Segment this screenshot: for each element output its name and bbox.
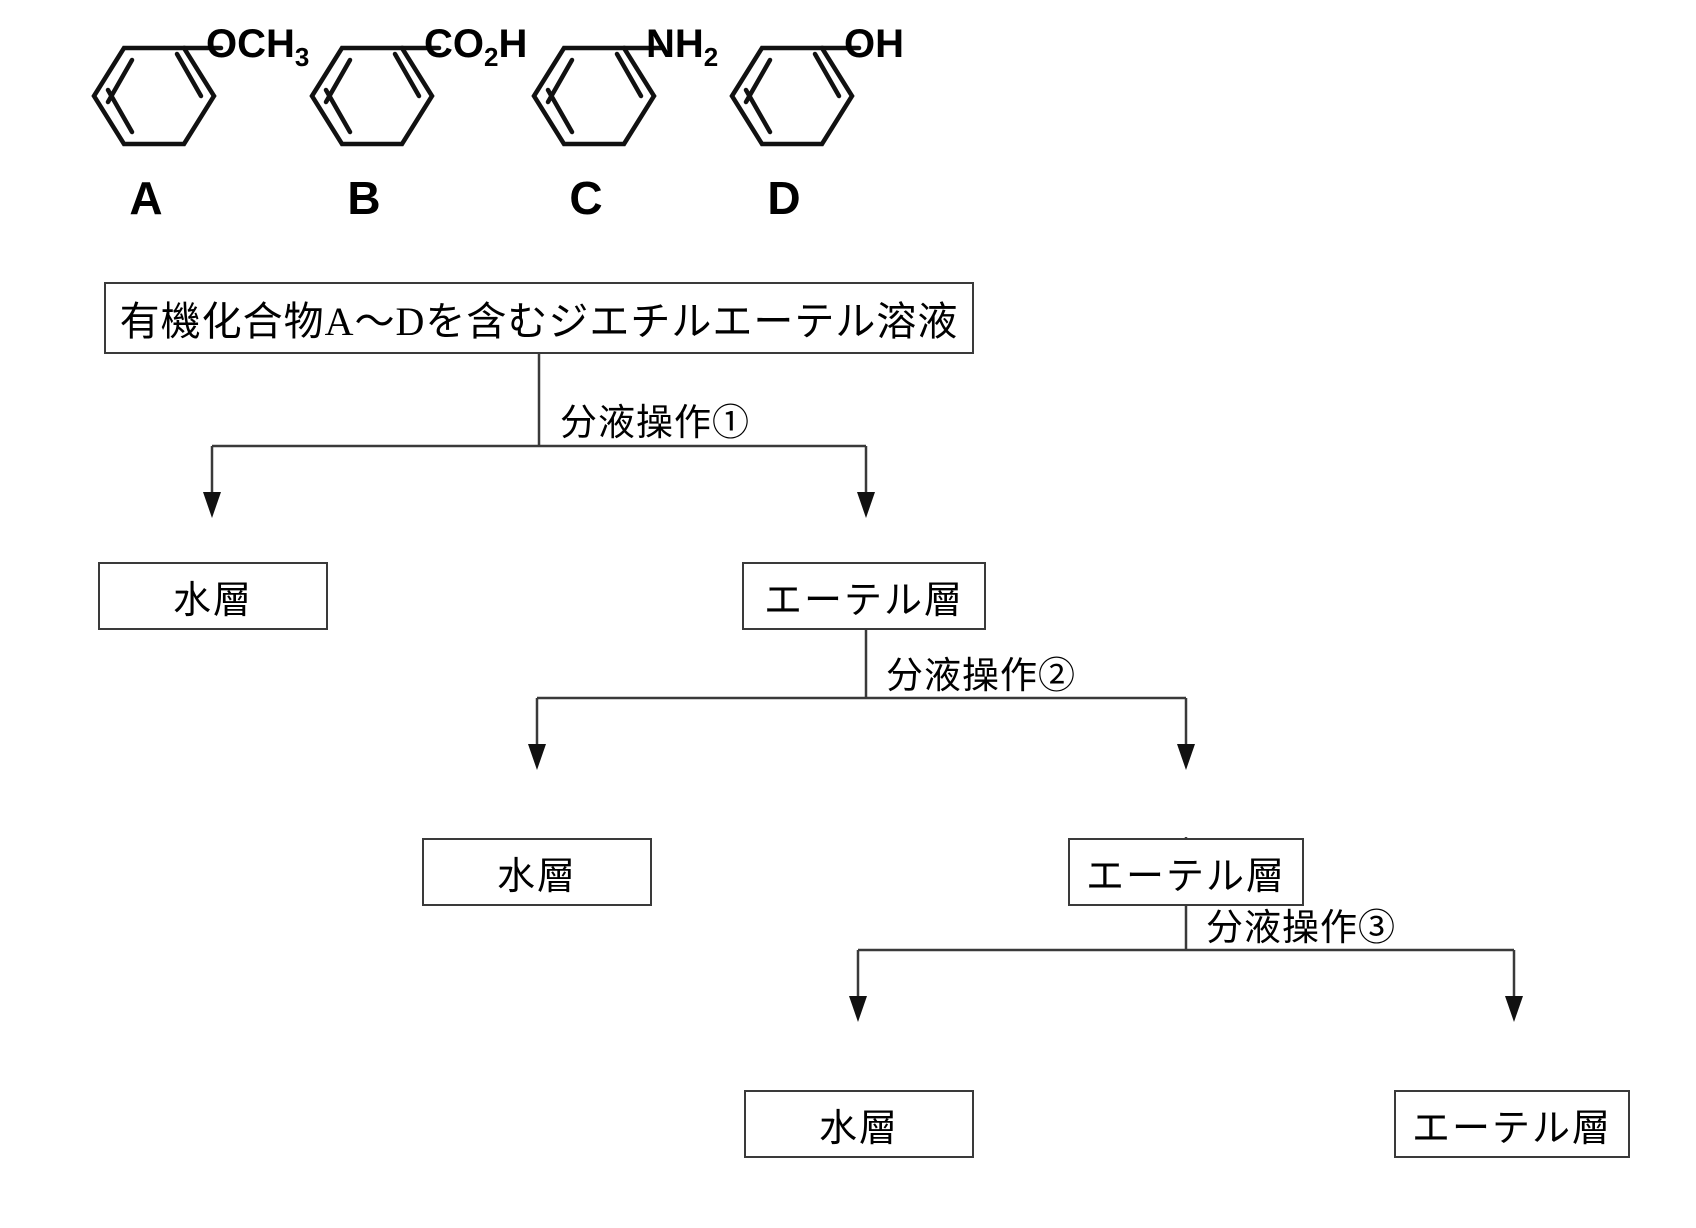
arrowhead-op1-left — [203, 492, 221, 518]
aniline-structure-icon — [531, 45, 664, 147]
substituent-sub-b: 2 — [484, 42, 499, 72]
molecule-label-a: A — [129, 172, 163, 224]
node-root-solution: 有機化合物A～Dを含むジエチルエーテル溶液 — [104, 282, 974, 354]
node-aqueous-layer-3: 水層 — [744, 1090, 974, 1158]
operation-label-2: 分液操作② — [886, 656, 1076, 697]
substituent-main-b: CO — [424, 22, 484, 66]
substituent-label-d: OH — [844, 22, 904, 67]
phenol-structure-icon — [729, 45, 862, 147]
node-aqueous-layer-1: 水層 — [98, 562, 328, 630]
node-aqueous-layer-2: 水層 — [422, 838, 652, 906]
node-ether-layer-3-label: エーテル層 — [1411, 1107, 1612, 1150]
substituent-tail-b: H — [498, 22, 528, 66]
substituent-label-b: CO2H — [424, 22, 527, 73]
arrowhead-op2-left — [528, 744, 546, 770]
node-ether-layer-2-label: エーテル層 — [1085, 855, 1286, 898]
molecule-d: OH — [716, 22, 946, 166]
substituent-sub-c: 2 — [703, 42, 719, 72]
substituent-main-d: OH — [844, 22, 904, 66]
molecule-label-b: B — [347, 172, 381, 224]
benzoic-acid-structure-icon — [309, 45, 442, 147]
substituent-label-c: NH2 — [646, 22, 718, 73]
node-root-label: 有機化合物A～Dを含むジエチルエーテル溶液 — [119, 299, 959, 344]
molecule-a: OCH3 — [78, 22, 309, 166]
node-ether-layer-3: エーテル層 — [1394, 1090, 1630, 1158]
node-aqueous-layer-1-label: 水層 — [172, 579, 253, 622]
arrowhead-op1-right — [857, 492, 875, 518]
molecule-label-c: C — [569, 172, 603, 224]
arrowhead-op2-right — [1177, 744, 1195, 770]
node-ether-layer-1-label: エーテル層 — [763, 579, 964, 622]
node-aqueous-layer-2-label: 水層 — [496, 855, 577, 898]
node-ether-layer-1: エーテル層 — [742, 562, 986, 630]
substituent-label-a: OCH3 — [206, 22, 309, 73]
molecule-b: CO2H — [296, 22, 527, 166]
operation-label-1: 分液操作① — [560, 403, 750, 444]
molecule-label-d: D — [767, 172, 801, 224]
substituent-sub-a: 3 — [294, 42, 310, 72]
arrowhead-op3-right — [1505, 996, 1523, 1022]
node-ether-layer-2: エーテル層 — [1068, 838, 1304, 906]
molecule-c: NH2 — [518, 22, 748, 166]
operation-label-3: 分液操作③ — [1206, 908, 1396, 949]
substituent-main-a: OCH — [206, 22, 295, 66]
arrowhead-op3-left — [849, 996, 867, 1022]
substituent-main-c: NH — [646, 22, 704, 66]
node-aqueous-layer-3-label: 水層 — [818, 1107, 899, 1150]
anisole-structure-icon — [91, 45, 224, 147]
